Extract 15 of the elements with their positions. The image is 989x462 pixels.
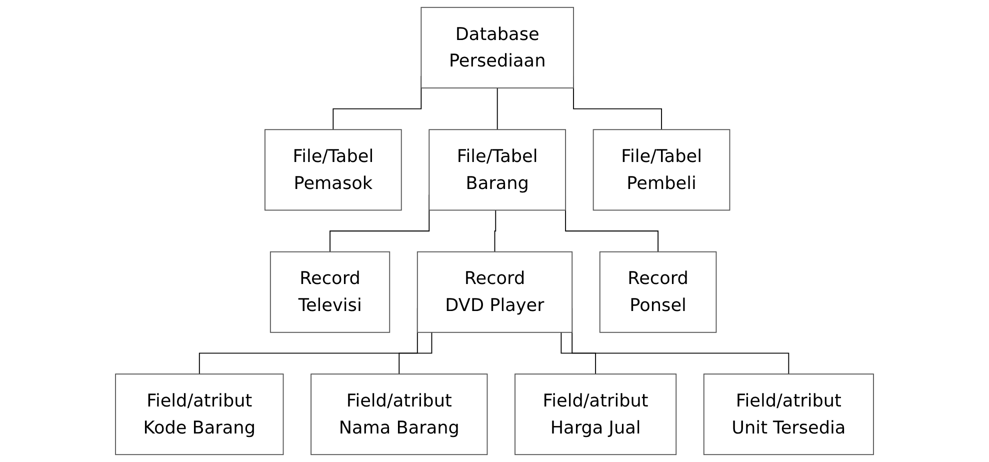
connector bbox=[496, 88, 498, 130]
node-box: Field/atribut Nama Barang bbox=[310, 374, 488, 456]
node-box: Record DVD Player bbox=[416, 251, 573, 333]
node-box: File/Tabel Pemasok bbox=[264, 129, 402, 211]
connector bbox=[560, 332, 596, 374]
connector bbox=[398, 332, 432, 374]
node-box: Field/atribut Kode Barang bbox=[115, 374, 284, 456]
connector bbox=[494, 210, 496, 252]
node-box: Record Ponsel bbox=[599, 251, 717, 333]
node-box: Field/atribut Unit Tersedia bbox=[703, 374, 874, 456]
node-box: File/Tabel Barang bbox=[428, 129, 566, 211]
node-box: Database Persediaan bbox=[420, 6, 574, 88]
node-box: Record Televisi bbox=[270, 251, 390, 333]
node-box: File/Tabel Pembeli bbox=[592, 129, 730, 211]
node-box: Field/atribut Harga Jual bbox=[514, 374, 677, 456]
